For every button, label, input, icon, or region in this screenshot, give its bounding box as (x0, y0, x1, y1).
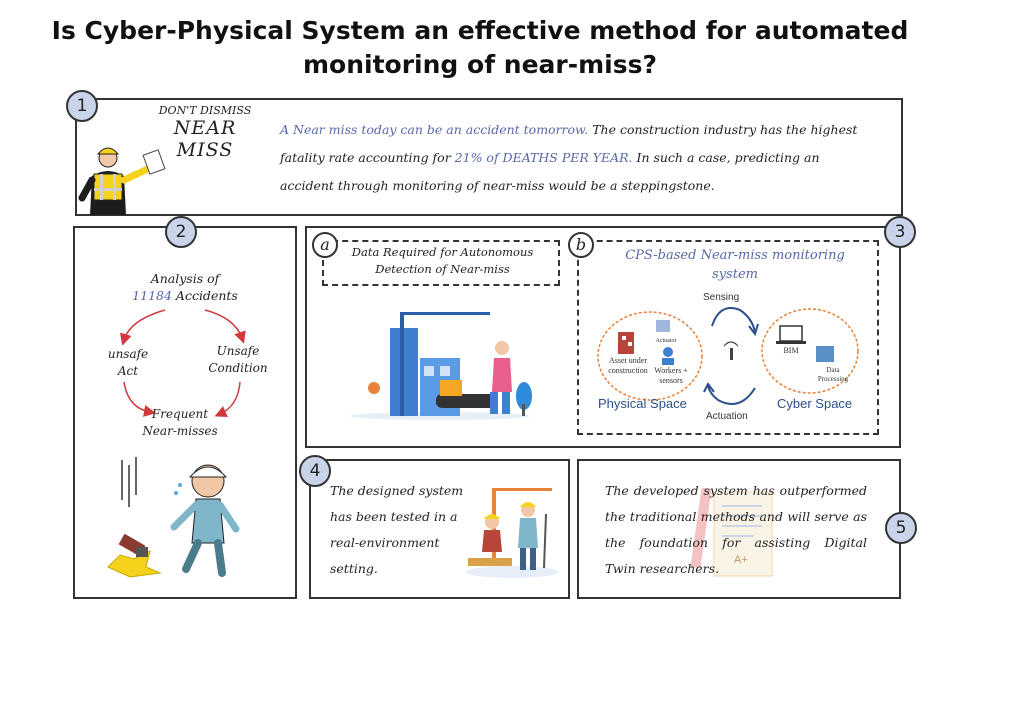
label-b: b (568, 232, 594, 258)
cyber-space-label: Cyber Space (777, 396, 853, 411)
bim-label: BIM (783, 346, 799, 355)
construction-site-illustration (340, 308, 540, 420)
panel-4-badge: 4 (299, 455, 331, 487)
panel-5-text: The developed system has outperformed th… (605, 483, 867, 576)
physical-space-label: Physical Space (598, 396, 687, 411)
title-line-1: Is Cyber-Physical System an effective me… (51, 16, 909, 45)
panel-2-badge: 2 (165, 216, 197, 248)
cause-arrows (110, 300, 270, 425)
panel-5 (577, 459, 901, 599)
panel-3-badge: 3 (884, 216, 916, 248)
cps-title: CPS-based Near-miss monitoring system (625, 248, 845, 282)
unsafe-condition: Unsafe Condition (208, 344, 268, 375)
actuator-label: Actuator (655, 338, 677, 344)
unsafe-act: unsafe Act (107, 347, 149, 378)
data-required-box (322, 240, 560, 286)
grade-mark: A+ (734, 554, 748, 566)
near-miss-sign: DON'T DISMISS NEAR MISS (150, 104, 260, 161)
actuation-label: Actuation (706, 411, 748, 422)
cps-system-box (577, 240, 879, 435)
falling-hammer-illustration (100, 455, 245, 585)
panel-5-badge: 5 (885, 512, 917, 544)
sensing-label: Sensing (703, 292, 740, 303)
sign-line-2: NEAR MISS (173, 117, 237, 161)
analysis-heading: Analysis of 11184 Accidents (132, 271, 238, 303)
workers-testing-illustration (462, 484, 562, 580)
data-required-text: Data Required for Autonomous Detection o… (351, 245, 534, 276)
sign-line-1: DON'T DISMISS (158, 104, 252, 117)
highlight-near-miss: A Near miss today can be an accident tom… (280, 122, 589, 137)
label-a: a (312, 232, 338, 258)
data-processing-label: Data Processing (817, 366, 849, 383)
panel-1 (75, 98, 903, 216)
frequent-near-misses: Frequent Near-misses (142, 407, 218, 438)
workers-label: Workers + sensors (654, 366, 688, 385)
worker-illustration (78, 140, 168, 215)
panel-1-badge: 1 (66, 90, 98, 122)
accident-count: 11184 (132, 288, 172, 303)
panel-1-text: A Near miss today can be an accident tom… (280, 122, 858, 193)
panel-4-text: The designed system has been tested in a… (330, 483, 464, 576)
panel-2 (73, 226, 297, 599)
title-line-2: monitoring of near-miss? (303, 50, 657, 79)
report-card-illustration (688, 487, 788, 580)
cps-cycle-graphics (590, 296, 875, 421)
highlight-deaths: 21% of DEATHS PER YEAR. (454, 150, 633, 165)
page-title: Is Cyber-Physical System an effective me… (0, 14, 960, 82)
asset-label: Asset under construction (608, 356, 648, 375)
